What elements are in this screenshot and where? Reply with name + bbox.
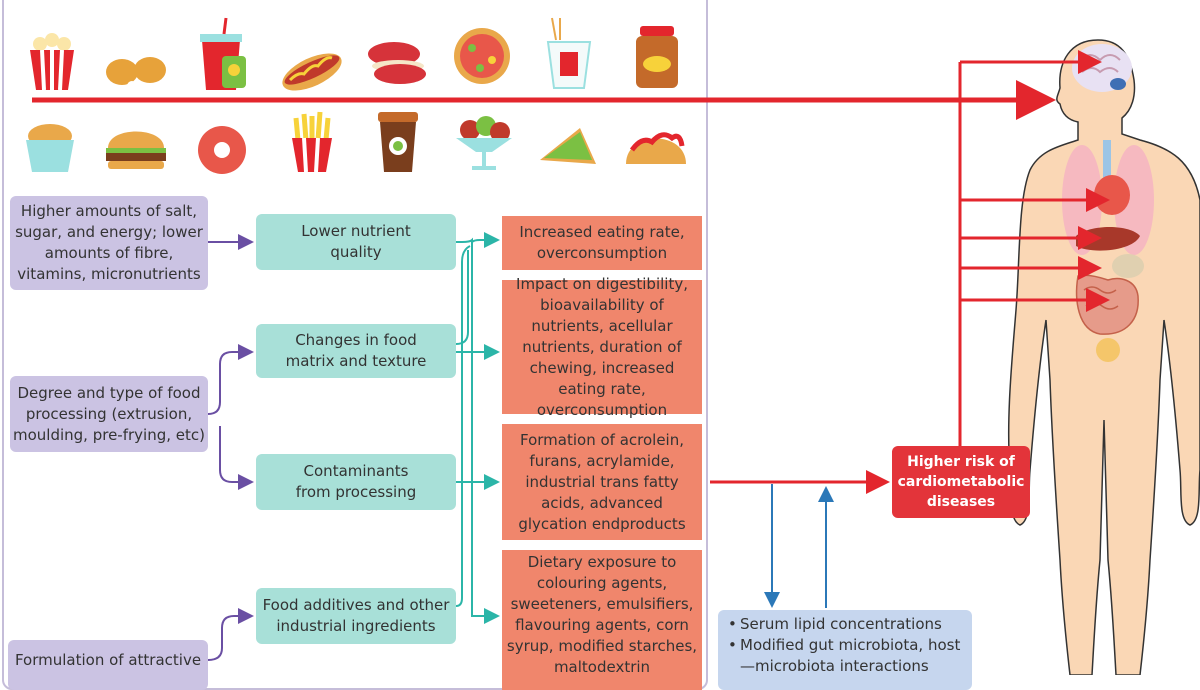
intestines-icon (1075, 274, 1139, 335)
box-eating-rate: Increased eating rate, overconsumption (502, 216, 702, 270)
box-cardiometabolic-risk-text: Higher risk of cardiometabolic diseases (897, 454, 1025, 510)
sandwich-icon (540, 128, 596, 164)
box-contaminant-formation-text: Formation of acrolein, furans, acrylamid… (518, 430, 686, 533)
mechanisms-list: Serum lipid concentrations Modified gut … (728, 614, 964, 677)
hot-dog-icon (282, 53, 342, 91)
ice-cream-icon (456, 116, 512, 170)
teal-connectors (455, 232, 500, 624)
chicken-nuggets-icon (26, 124, 74, 172)
box-formulation-text: Formulation of attractive (14, 651, 202, 669)
popcorn-icon (30, 33, 74, 91)
box-additive-exposure: Dietary exposure to colouring agents, sw… (502, 550, 702, 690)
human-body-figure (1007, 39, 1200, 675)
box-food-matrix-text: Changes in food matrix and texture (285, 331, 427, 370)
heart-icon (1094, 175, 1130, 215)
box-food-additives: Food additives and other industrial ingr… (256, 588, 456, 644)
box-cardiometabolic-risk: Higher risk of cardiometabolic diseases (892, 446, 1030, 518)
soda-cup-icon (200, 17, 246, 90)
box-contaminants: Contaminants from processing (256, 454, 456, 510)
box-formulation: Formulation of attractive (8, 640, 208, 690)
box-nutrient-profile-text: Higher amounts of salt, sugar, and energ… (15, 202, 203, 283)
fried-chicken-icon (106, 57, 166, 91)
box-contaminant-formation: Formation of acrolein, furans, acrylamid… (502, 424, 702, 540)
mechanism-item: Serum lipid concentrations (728, 614, 964, 635)
food-icons-row-1 (30, 17, 678, 91)
burger-icon (106, 131, 166, 169)
box-food-additives-text: Food additives and other industrial ingr… (262, 596, 450, 635)
box-food-processing-text: Degree and type of food processing (extr… (13, 383, 205, 444)
box-additive-exposure-text: Dietary exposure to colouring agents, sw… (506, 553, 698, 676)
purple-connectors (207, 234, 254, 661)
macaron-icon (368, 42, 426, 84)
box-digestibility: Impact on digestibility, bioavailability… (502, 275, 702, 419)
red-connectors (710, 50, 1110, 494)
box-nutrient-profile: Higher amounts of salt, sugar, and energ… (10, 196, 208, 290)
lung-right-icon (1114, 145, 1154, 255)
jar-spread-icon (636, 26, 678, 88)
box-digestibility-text: Impact on digestibility, bioavailability… (516, 274, 688, 419)
box-eating-rate-text: Increased eating rate, overconsumption (519, 223, 685, 262)
diagram-canvas: Higher amounts of salt, sugar, and energ… (0, 0, 1200, 675)
food-icons-row-2 (26, 111, 686, 174)
taco-icon (626, 132, 686, 164)
donut-icon (198, 126, 246, 174)
blue-connectors (764, 484, 834, 608)
diagram-graphics (26, 17, 1200, 675)
box-food-processing: Degree and type of food processing (extr… (10, 376, 208, 452)
box-contaminants-text: Contaminants from processing (295, 462, 417, 501)
takeout-box-icon (546, 17, 592, 89)
coffee-cup-icon (378, 112, 418, 172)
mechanism-item: Modified gut microbiota, host —microbiot… (728, 635, 964, 677)
pizza-icon (454, 28, 510, 84)
box-mechanisms: Serum lipid concentrations Modified gut … (718, 610, 972, 690)
box-nutrient-quality-text: Lower nutrient quality (301, 222, 411, 261)
box-nutrient-quality: Lower nutrient quality (256, 214, 456, 270)
fries-icon (292, 111, 332, 173)
bladder-icon (1096, 338, 1120, 362)
box-food-matrix: Changes in food matrix and texture (256, 324, 456, 378)
